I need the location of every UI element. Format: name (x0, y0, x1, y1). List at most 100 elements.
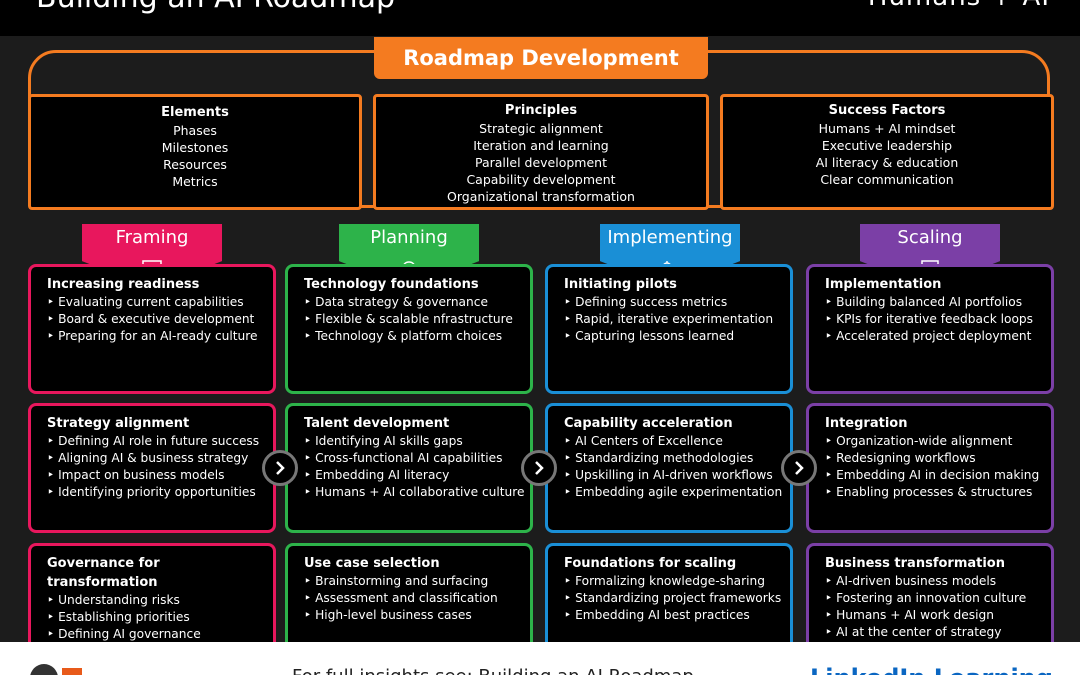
card-item: ‣ Board & executive development (47, 311, 273, 328)
next-arrow (521, 450, 557, 486)
card-item-text: Capturing lessons learned (575, 329, 735, 343)
card-item: ‣ Preparing for an AI-ready culture (47, 328, 273, 345)
bullet-icon: ‣ (47, 468, 59, 482)
principles-item: Strategic alignment (479, 121, 603, 136)
card-item: ‣ Defining AI governance (47, 626, 273, 643)
card-item: ‣ Embedding AI best practices (564, 607, 790, 624)
card-item-text: Understanding risks (58, 593, 180, 607)
card-item: ‣ Humans + AI collaborative culture (304, 484, 530, 501)
card-item: ‣ Embedding AI literacy (304, 467, 530, 484)
bullet-icon: ‣ (825, 434, 837, 448)
card-item: ‣ Redesigning workflows (825, 450, 1051, 467)
bullet-icon: ‣ (564, 329, 576, 343)
card-item-text: Rapid, iterative experimentation (575, 312, 774, 326)
card-item-text: Humans + AI work design (836, 608, 994, 622)
elements-item: Milestones (161, 140, 229, 155)
phase-card: Integration‣ Organization-wide alignment… (806, 403, 1054, 533)
phase-card: Talent development‣ Identifying AI skill… (285, 403, 533, 533)
bullet-icon: ‣ (304, 468, 316, 482)
card-item-text: Standardizing project frameworks (575, 591, 782, 605)
chevron-right-icon (795, 461, 804, 475)
card-item: ‣ Fostering an innovation culture (825, 590, 1051, 607)
success-factors-item: Clear communication (820, 172, 954, 187)
principles-item: Capability development (466, 172, 616, 187)
card-item-text: Formalizing knowledge-sharing (575, 574, 765, 588)
card-title: Foundations for scaling (564, 556, 737, 571)
card-item: ‣ Building balanced AI portfolios (825, 294, 1051, 311)
card-item-text: Identifying AI skills gaps (315, 434, 463, 448)
card-item: ‣ Data strategy & governance (304, 294, 530, 311)
principles-title: Principles (504, 103, 578, 118)
card-item-text: Standardizing methodologies (575, 451, 754, 465)
card-item-text: Cross-functional AI capabilities (315, 451, 503, 465)
phase-card: Initiating pilots ‣ Defining success metr… (545, 264, 793, 394)
bullet-icon: ‣ (304, 329, 316, 343)
card-item-text: Aligning AI & business strategy (58, 451, 249, 465)
card-item: ‣ Embedding AI in decision making (825, 467, 1051, 484)
card-item: ‣ Identifying priority opportunities (47, 484, 273, 501)
success-factors-title: Success Factors (828, 103, 946, 118)
bullet-icon: ‣ (825, 608, 837, 622)
principles-item: Iteration and learning (473, 138, 609, 153)
phase-card: Technology foundations‣ Data strategy & … (285, 264, 533, 394)
card-item-text: Embedding AI best practices (575, 608, 750, 622)
card-item: ‣ Assessment and classification (304, 590, 530, 607)
card-item-text: AI at the center of strategy (836, 625, 1002, 639)
bullet-icon: ‣ (304, 312, 316, 326)
card-item: ‣ Enabling processes & structures (825, 484, 1051, 501)
card-item-text: Identifying priority opportunities (58, 485, 256, 499)
card-item-text: Preparing for an AI-ready culture (58, 329, 258, 343)
card-item: ‣ Understanding risks (47, 592, 273, 609)
card-item: ‣ Defining success metrics (564, 294, 790, 311)
card-item: ‣ KPIs for iterative feedback loops (825, 311, 1051, 328)
card-item-text: Defining success metrics (575, 295, 728, 309)
card-item-text: Embedding AI literacy (315, 468, 450, 482)
card-item: ‣ Impact on business models (47, 467, 273, 484)
chevron-right-icon (535, 461, 544, 475)
phase-card: Strategy alignment‣ Defining AI role in … (28, 403, 276, 533)
roadmap-title: Roadmap Development (374, 37, 708, 79)
card-item-text: Embedding AI in decision making (836, 468, 1040, 482)
card-title: Strategy alignment (47, 416, 190, 431)
next-arrow (262, 450, 298, 486)
phase-label: Framing (115, 227, 189, 248)
bullet-icon: ‣ (564, 608, 576, 622)
bullet-icon: ‣ (564, 295, 576, 309)
card-item: ‣ High-level business cases (304, 607, 530, 624)
elements-title: Elements (161, 105, 229, 120)
card-item: ‣ Accelerated project deployment (825, 328, 1051, 345)
next-arrow (781, 450, 817, 486)
bullet-icon: ‣ (825, 625, 837, 639)
bullet-icon: ‣ (47, 485, 59, 499)
card-item-text: Building balanced AI portfolios (836, 295, 1023, 309)
principles-item: Organizational transformation (447, 189, 635, 204)
card-title: Use case selection (304, 556, 440, 571)
card-title: Initiating pilots (564, 277, 677, 292)
elements-box: Elements Phases Milestones Resources Met… (28, 94, 362, 210)
success-factors-item: AI literacy & education (815, 155, 959, 170)
card-item-text: Establishing priorities (58, 610, 190, 624)
card-item-text: AI Centers of Excellence (575, 434, 723, 448)
card-item-text: Evaluating current capabilities (58, 295, 244, 309)
top-bar: Building an AI Roadmap Humans + AI (0, 0, 1080, 36)
avatar-icon (30, 664, 82, 675)
bullet-icon: ‣ (825, 329, 837, 343)
card-title: Implementation (825, 277, 942, 292)
phase-label: Scaling (897, 227, 963, 248)
card-item-text: Assessment and classification (315, 591, 498, 605)
card-item: ‣ Formalizing knowledge-sharing (564, 573, 790, 590)
phase-label: Implementing (607, 227, 733, 248)
card-item: ‣ Evaluating current capabilities (47, 294, 273, 311)
card-item: ‣ Humans + AI work design (825, 607, 1051, 624)
bullet-icon: ‣ (564, 485, 576, 499)
card-item: ‣ Aligning AI & business strategy (47, 450, 273, 467)
bullet-icon: ‣ (47, 295, 59, 309)
bullet-icon: ‣ (825, 312, 837, 326)
bullet-icon: ‣ (304, 434, 316, 448)
bullet-icon: ‣ (47, 610, 59, 624)
bullet-icon: ‣ (47, 627, 59, 641)
card-item-text: Redesigning workflows (836, 451, 976, 465)
bullet-icon: ‣ (564, 434, 576, 448)
card-item-text: Upskilling in AI-driven workflows (575, 468, 773, 482)
bullet-icon: ‣ (304, 608, 316, 622)
